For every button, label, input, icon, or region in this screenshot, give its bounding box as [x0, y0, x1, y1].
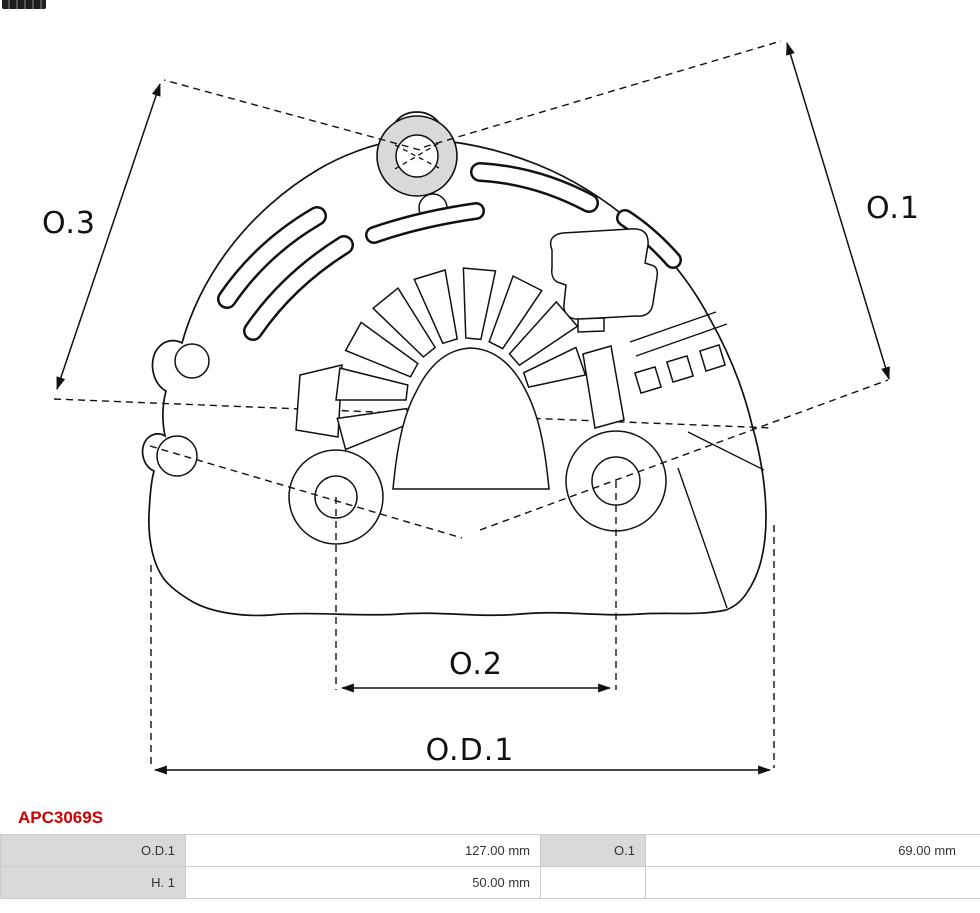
arc-slot-upper-left-1: [217, 206, 327, 309]
page-logo-fragment: [2, 0, 46, 9]
dimension-lines: [56, 41, 890, 775]
spec-table-row: O.D.1 127.00 mm O.1 69.00 mm: [0, 834, 980, 867]
fan-vents: [335, 267, 587, 451]
spec-label-o1: O.1: [540, 834, 646, 867]
dim-line-o1: [786, 41, 890, 381]
crease-line-upper: [687, 431, 765, 471]
regulator-tab-cutout: [577, 317, 605, 333]
square-hole-2: [665, 354, 695, 384]
arc-slot-upper-right-2: [616, 209, 682, 269]
dim-label-o3: O.3: [42, 206, 96, 241]
dim-line-o3: [56, 82, 161, 391]
ext-line-top-right: [423, 40, 782, 148]
regulator-cutout: [549, 228, 659, 320]
technical-drawing: O.3 O.1 O.2 O.D.1: [42, 40, 920, 775]
spec-label-od1: O.D.1: [0, 834, 186, 867]
part-features: [156, 115, 728, 545]
spec-value-h1: 50.00 mm: [185, 866, 541, 899]
spec-table: O.D.1 127.00 mm O.1 69.00 mm H. 1 50.00 …: [0, 834, 980, 899]
top-mounting-boss: [376, 115, 458, 197]
part-number: APC3069S: [18, 808, 104, 827]
spec-label-h1: H. 1: [0, 866, 186, 899]
crease-line-lower: [677, 467, 728, 609]
dim-label-o1: O.1: [866, 191, 920, 226]
ext-line-top-left: [163, 79, 421, 151]
band-line-2: [635, 323, 728, 357]
spec-empty-cell: [540, 866, 646, 899]
arc-slot-upper-right-1: [470, 162, 599, 213]
dim-label-od1: O.D.1: [426, 733, 515, 768]
keyhole-slot-top: [365, 193, 485, 244]
centerline-left-hole: [149, 445, 463, 539]
arc-slot-upper-left-2: [243, 235, 354, 341]
spec-value-od1: 127.00 mm: [185, 834, 541, 867]
small-hole-left-upper: [174, 343, 210, 379]
dim-label-o2: O.2: [449, 647, 503, 682]
drawing-canvas: O.3 O.1 O.2 O.D.1: [42, 40, 920, 775]
extension-lines: [149, 40, 889, 768]
tall-slot-right: [582, 345, 625, 429]
square-hole-3: [698, 343, 727, 373]
small-hole-left-lower: [156, 435, 198, 477]
spec-empty-cell: [645, 866, 980, 899]
band-line-1: [629, 311, 717, 343]
centerline-right-hole: [479, 379, 889, 531]
spec-table-row: H. 1 50.00 mm: [0, 866, 980, 899]
arch-cutout: [392, 347, 550, 490]
square-hole-1: [633, 365, 663, 395]
quad-slot-left: [295, 364, 343, 438]
spec-value-o1: 69.00 mm: [645, 834, 980, 867]
